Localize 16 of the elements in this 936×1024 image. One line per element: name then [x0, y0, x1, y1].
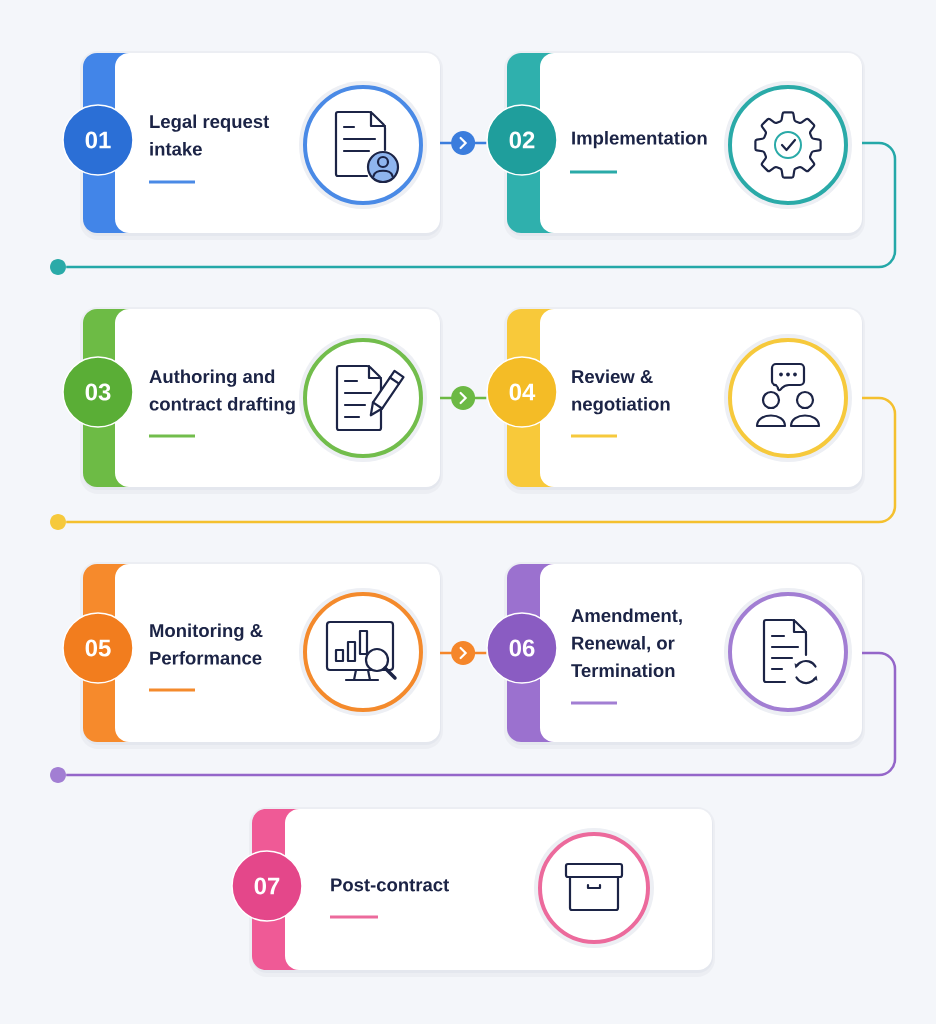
- arrow: [440, 641, 487, 665]
- end-dot: [50, 514, 66, 530]
- number-badge: 07: [231, 850, 303, 922]
- end-dot: [50, 767, 66, 783]
- number-badge: 04: [486, 356, 558, 428]
- arrow: [440, 131, 487, 155]
- number-badge: 03: [62, 356, 134, 428]
- connector-line: [66, 651, 897, 777]
- number-badge: 02: [486, 104, 558, 176]
- number-badge: 01: [62, 104, 134, 176]
- number-badge: 05: [62, 612, 134, 684]
- connector-line: [66, 141, 897, 269]
- number-badge: 06: [486, 612, 558, 684]
- connector-line: [66, 396, 897, 524]
- end-dot: [50, 259, 66, 275]
- arrow: [440, 386, 487, 410]
